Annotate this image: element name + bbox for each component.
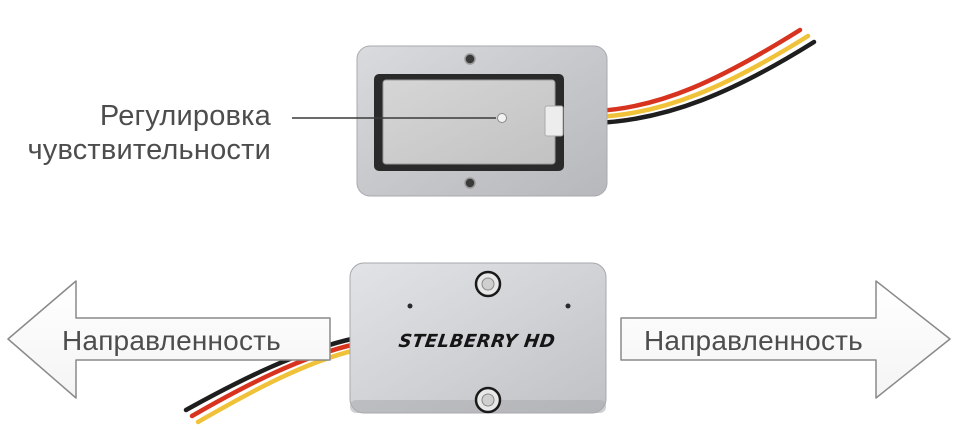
- bottom-screw-upper-head: [481, 277, 495, 291]
- callout-label-line-2: чувствительности: [27, 134, 271, 166]
- device-brand-logo: STELBERRY HD: [397, 331, 557, 352]
- right-arrow-label: Направленность: [644, 325, 863, 356]
- bottom-view-wire-harness: [183, 335, 359, 425]
- right-direction-arrow: [620, 280, 951, 399]
- microphone-port-left: [407, 303, 413, 309]
- callout-label-line-1: Регулировка: [99, 100, 271, 132]
- sensor-connector: [544, 105, 564, 137]
- top-screw-hole-upper: [464, 53, 476, 65]
- microphone-port-right: [565, 303, 571, 309]
- sensor-board: [382, 79, 556, 165]
- top-screw-hole-lower: [464, 177, 476, 189]
- left-arrow-label: Направленность: [62, 325, 281, 356]
- bottom-screw-lower-head: [481, 393, 495, 407]
- sensitivity-trimmer: [497, 113, 507, 123]
- left-direction-arrow: [7, 280, 331, 399]
